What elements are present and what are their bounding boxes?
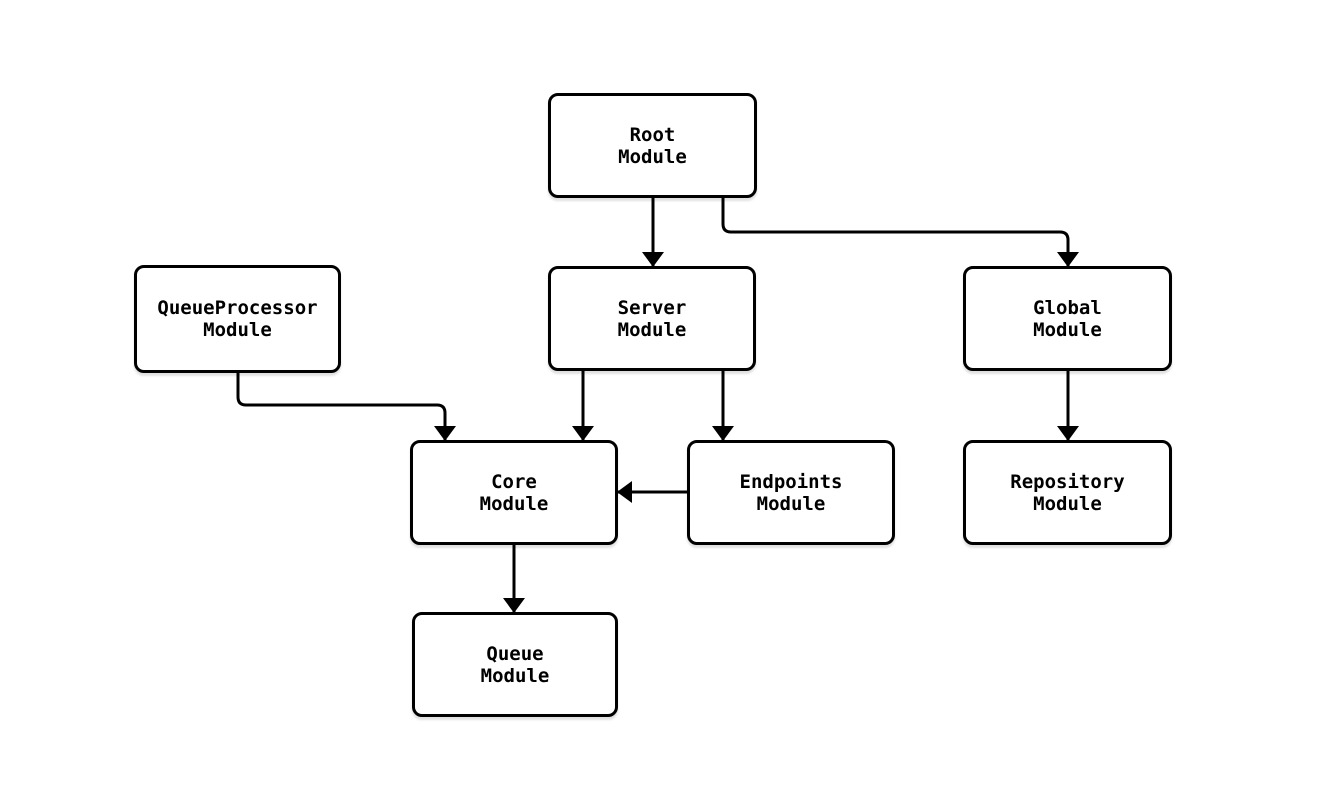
node-global-module-label: Global Module	[1033, 296, 1102, 341]
node-queue-module: Queue Module	[412, 612, 618, 717]
edge-queueprocessor-to-core	[236, 373, 456, 441]
node-server-module: Server Module	[548, 266, 756, 371]
node-queueprocessor-module-label: QueueProcessor Module	[157, 297, 318, 341]
node-server-module-label: Server Module	[617, 296, 687, 341]
edge-root-to-global	[721, 198, 1079, 267]
node-queueprocessor-module: QueueProcessor Module	[134, 265, 341, 373]
node-core-module: Core Module	[410, 440, 618, 545]
node-repository-module-label: Repository Module	[1010, 470, 1125, 515]
node-global-module: Global Module	[963, 266, 1172, 371]
node-root-module: Root Module	[548, 93, 757, 198]
node-endpoints-module: Endpoints Module	[687, 440, 895, 545]
node-root-module-label: Root Module	[618, 123, 687, 168]
node-core-module-label: Core Module	[479, 470, 549, 515]
node-endpoints-module-label: Endpoints Module	[739, 470, 843, 515]
node-repository-module: Repository Module	[963, 440, 1172, 545]
node-queue-module-label: Queue Module	[480, 642, 550, 687]
